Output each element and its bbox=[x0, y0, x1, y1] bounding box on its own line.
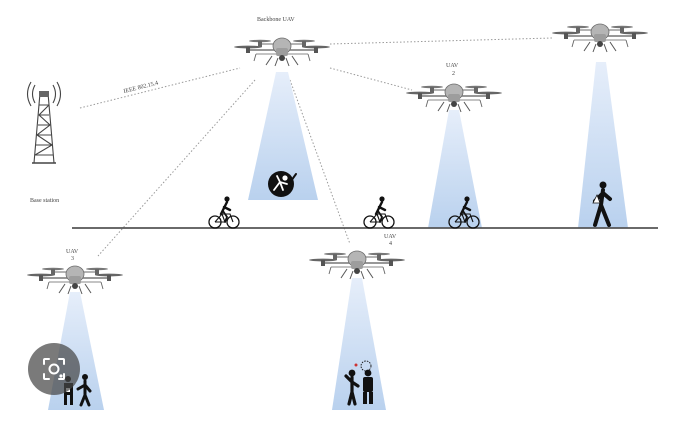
drone-icon bbox=[551, 23, 649, 53]
drone-icon bbox=[405, 83, 503, 113]
link-backbone-uav2 bbox=[329, 67, 413, 91]
drone-icon bbox=[26, 265, 124, 295]
drone-icon bbox=[308, 250, 406, 280]
link-backbone-uav3 bbox=[97, 79, 256, 257]
drone-icon bbox=[233, 37, 331, 67]
coverage-beams bbox=[48, 62, 628, 410]
ieee-link-label: IEEE 802.15.4 bbox=[123, 81, 159, 95]
cell-tower-icon bbox=[26, 81, 62, 164]
uav2-label: UAV bbox=[446, 63, 459, 69]
beam-uav2 bbox=[428, 110, 482, 228]
backbone-uav-label: Backbone UAV bbox=[257, 17, 295, 23]
cyclist-icon bbox=[207, 195, 241, 230]
communication-links bbox=[79, 37, 553, 257]
beam-backbone bbox=[248, 72, 318, 200]
uav3-label: UAV bbox=[66, 249, 79, 255]
uav2-number: 2 bbox=[452, 71, 455, 77]
camera-lens-icon bbox=[43, 358, 65, 380]
link-base-backbone bbox=[79, 67, 241, 109]
uav4-number: 4 bbox=[389, 241, 392, 247]
cyclist-icon bbox=[362, 195, 396, 230]
uav3-number: 3 bbox=[71, 256, 74, 262]
link-backbone-uav1 bbox=[329, 37, 553, 45]
people-icon bbox=[344, 360, 373, 406]
base-station-label: Base station bbox=[30, 198, 59, 204]
link-backbone-uav4 bbox=[289, 79, 351, 245]
fallen-person-icon bbox=[268, 171, 297, 197]
walker-icon bbox=[592, 181, 612, 227]
beam-uav4 bbox=[332, 278, 386, 410]
beam-uav1 bbox=[578, 62, 628, 228]
camera-lens-button[interactable] bbox=[28, 343, 80, 395]
uav4-label: UAV bbox=[384, 234, 397, 240]
